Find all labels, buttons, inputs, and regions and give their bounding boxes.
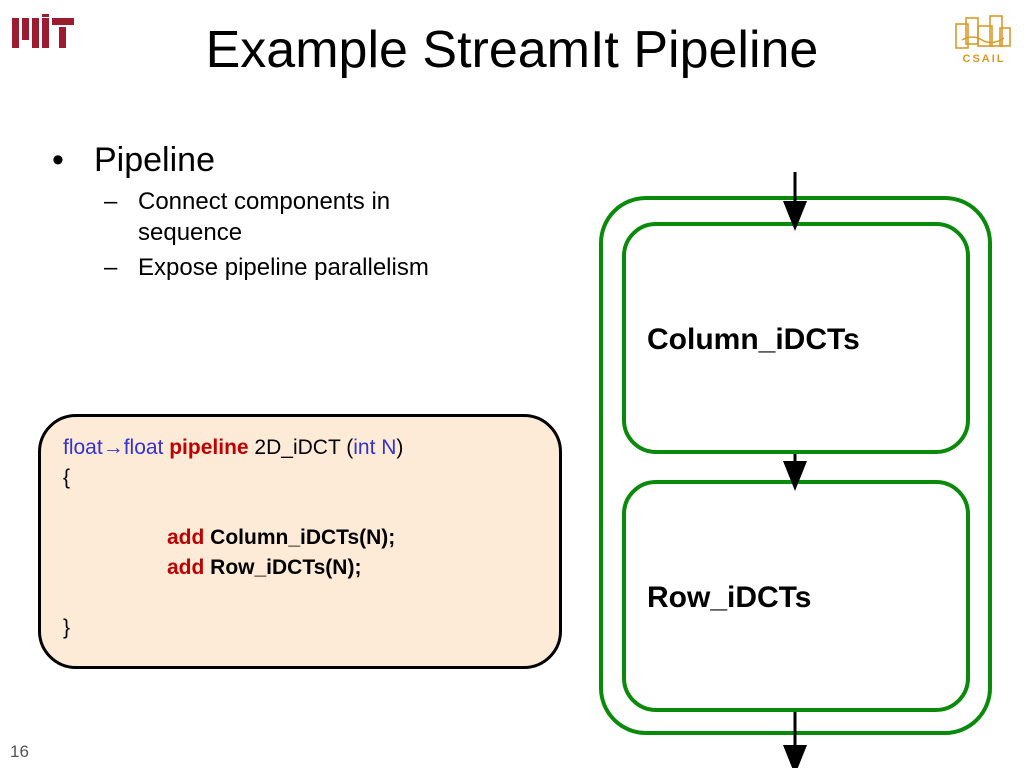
csail-logo: CSAIL	[948, 10, 1020, 66]
code-call: Column_iDCTs(N);	[204, 526, 396, 549]
sub-bullet-text: Expose pipeline parallelism	[138, 254, 429, 281]
csail-logo-text: CSAIL	[963, 53, 1006, 65]
dash-marker: –	[104, 254, 118, 281]
code-name: 2D_iDCT (	[248, 436, 354, 459]
code-keyword: pipeline	[169, 436, 249, 459]
stage-label-row-idcts: Row_iDCTs	[647, 581, 812, 614]
code-paren: )	[396, 436, 404, 459]
code-type: float→float	[63, 436, 164, 459]
bullet-text: Pipeline	[94, 141, 215, 179]
code-line: add Row_iDCTs(N);	[63, 553, 559, 583]
bullet-list: • Pipeline – Connect components in seque…	[52, 138, 552, 283]
page-number: 16	[10, 742, 29, 761]
dash-marker: –	[104, 188, 118, 215]
code-call: Row_iDCTs(N);	[204, 556, 362, 579]
code-line: float→float pipeline 2D_iDCT (int N)	[63, 433, 559, 463]
code-keyword: add	[167, 526, 205, 549]
sub-bullet-item: – Expose pipeline parallelism	[104, 252, 552, 283]
code-line: add Column_iDCTs(N);	[63, 523, 559, 553]
code-line: }	[63, 616, 71, 639]
mit-logo	[12, 14, 74, 48]
code-param: int N	[353, 436, 397, 459]
sub-bullet-list: – Connect components in sequence – Expos…	[104, 186, 552, 283]
bullet-item: • Pipeline	[52, 138, 552, 182]
bullet-marker: •	[52, 141, 64, 179]
code-line: {	[63, 466, 71, 489]
stage-label-column-idcts: Column_iDCTs	[647, 323, 860, 356]
sub-bullet-item: – Connect components in sequence	[104, 186, 552, 248]
code-keyword: add	[167, 556, 205, 579]
sub-bullet-text: Connect components in sequence	[138, 188, 391, 246]
slide-title: Example StreamIt Pipeline	[205, 21, 819, 79]
code-block: float→float pipeline 2D_iDCT (int N) { a…	[38, 414, 562, 669]
